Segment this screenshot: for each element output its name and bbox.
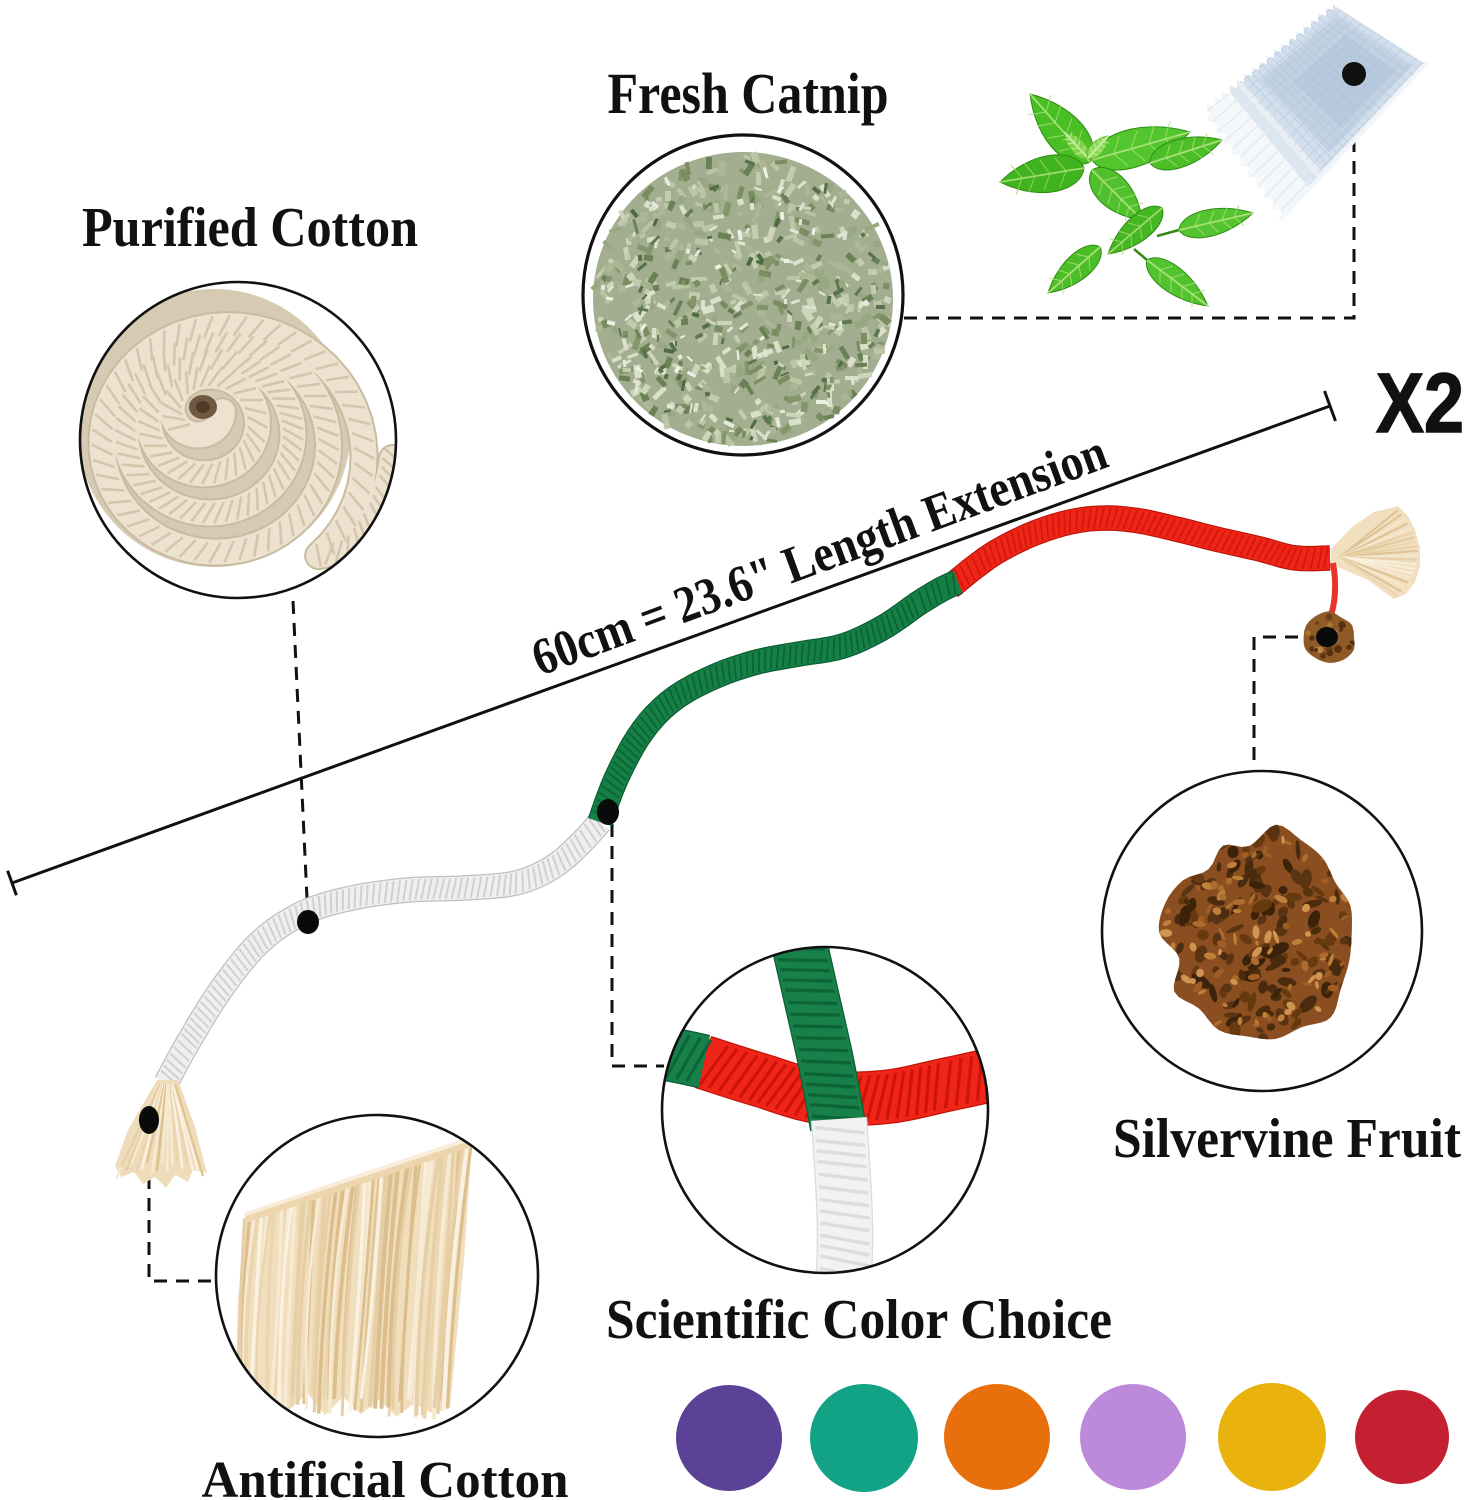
svg-text:Scientific Color Choice: Scientific Color Choice xyxy=(606,1289,1112,1351)
svg-text:Fresh Catnip: Fresh Catnip xyxy=(608,61,889,126)
svg-text:Purified Cotton: Purified Cotton xyxy=(82,197,418,259)
svg-text:Silvervine Fruit: Silvervine Fruit xyxy=(1113,1108,1461,1170)
svg-text:X2: X2 xyxy=(1376,356,1464,450)
svg-text:Antificial Cotton: Antificial Cotton xyxy=(202,1452,569,1500)
